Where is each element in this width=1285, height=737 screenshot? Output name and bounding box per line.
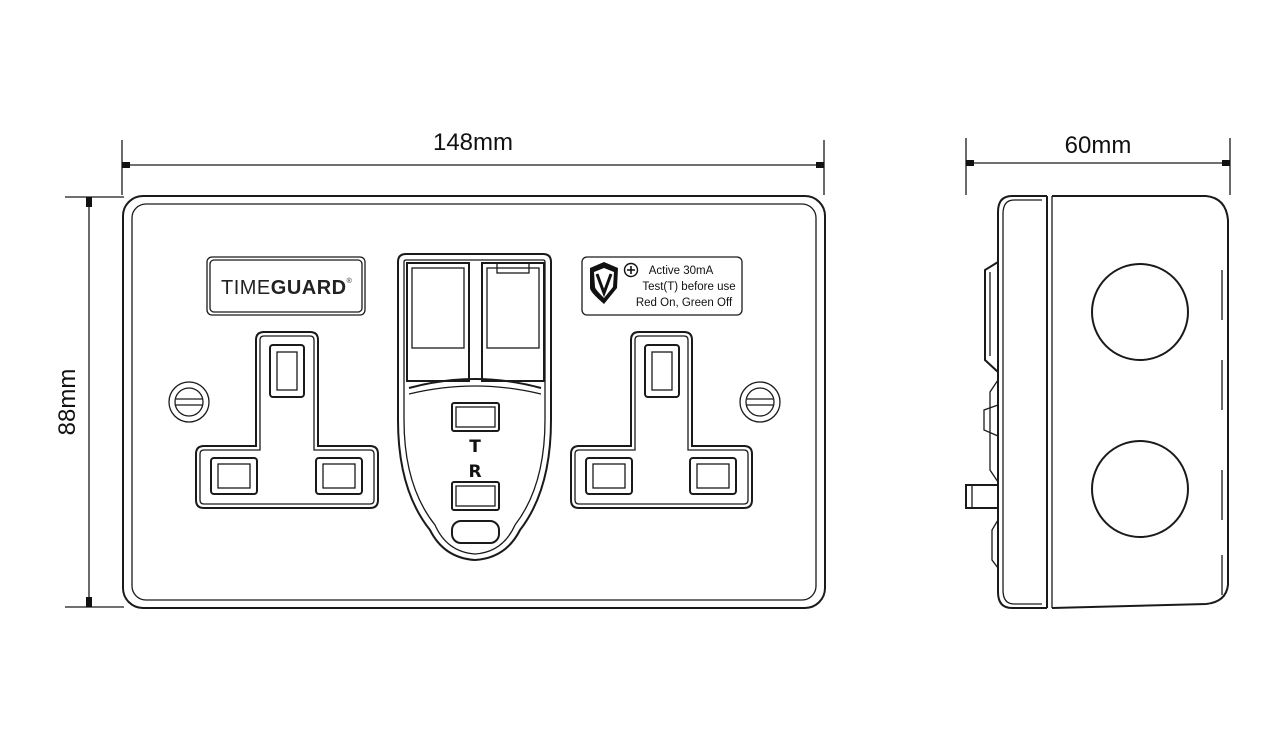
label-line-2: Test(T) before use: [642, 281, 735, 293]
right-screw: [739, 381, 781, 423]
depth-label: 60mm: [1065, 132, 1132, 159]
right-socket-earth-pin: [644, 344, 680, 398]
label-line-3: Red On, Green Off: [636, 297, 733, 309]
side-tab: [965, 484, 998, 509]
height-dimension: 88mm: [54, 196, 124, 608]
left-socket-live-pin: [210, 457, 258, 495]
side-plate-edge: [997, 195, 1047, 609]
width-label: 148mm: [433, 129, 513, 156]
side-switch: [984, 261, 999, 373]
knockout-bottom: [1091, 440, 1189, 538]
knockout-top: [1091, 263, 1189, 361]
right-socket: [570, 331, 753, 509]
rcd-label: Active 30mA Test(T) before use Red On, G…: [581, 256, 743, 316]
rcd-switch-left: [406, 262, 470, 382]
width-dimension: 148mm: [121, 129, 825, 195]
left-socket: [195, 331, 379, 509]
front-view: TIMEGUARD® Active 30mA Test(T) before us…: [122, 195, 826, 609]
left-screw: [168, 381, 210, 423]
reset-button: [451, 481, 500, 511]
brand-logo: TIMEGUARD®: [221, 277, 353, 299]
brand-badge: TIMEGUARD®: [206, 256, 366, 316]
depth-dimension: 60mm: [965, 132, 1231, 195]
left-socket-neutral-pin: [315, 457, 363, 495]
shield-v-plus-icon: [590, 262, 639, 304]
right-socket-live-pin: [585, 457, 633, 495]
side-box-body: [1051, 195, 1229, 609]
test-button-label: T: [469, 437, 481, 457]
label-line-1: Active 30mA: [649, 265, 714, 277]
height-label: 88mm: [54, 369, 81, 436]
rcd-module: T R: [397, 253, 552, 562]
faceplate-outline: [122, 195, 826, 609]
reset-button-label: R: [468, 462, 481, 482]
faceplate-inner: [131, 203, 817, 601]
test-button: [451, 402, 500, 432]
side-view: [965, 195, 1229, 609]
rcd-switch-right: [481, 262, 545, 382]
indicator-window: [451, 520, 500, 544]
right-socket-neutral-pin: [689, 457, 737, 495]
left-socket-earth-pin: [269, 344, 305, 398]
